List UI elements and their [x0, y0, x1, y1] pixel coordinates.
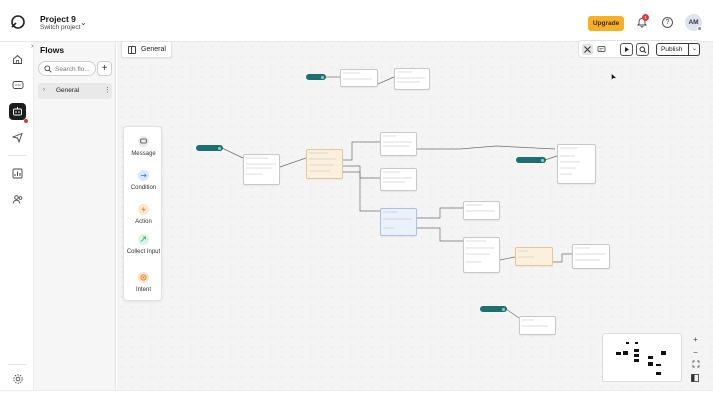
- bot-icon[interactable]: [9, 103, 26, 120]
- condition-node[interactable]: [306, 149, 343, 179]
- chevron-right-icon[interactable]: ›: [43, 87, 45, 93]
- tools-icon[interactable]: [582, 44, 593, 55]
- flow-node[interactable]: [380, 168, 417, 191]
- app-logo-icon[interactable]: [9, 13, 27, 31]
- palette-item-intent[interactable]: Intent: [124, 272, 163, 294]
- flow-node[interactable]: [243, 154, 280, 185]
- search-icon[interactable]: [636, 43, 649, 56]
- tab-general[interactable]: General: [121, 41, 172, 58]
- minimap[interactable]: [602, 333, 682, 382]
- notification-badge: 1: [642, 14, 649, 21]
- palette-label: Message: [131, 151, 156, 157]
- publish-label: Publish: [661, 46, 683, 53]
- mouse-cursor-icon: [611, 73, 617, 81]
- palette-label: Action: [135, 219, 152, 225]
- top-bar: Project 9 Switch project ⌄ Upgrade 1 ? A…: [0, 0, 713, 42]
- palette-label: Condition: [130, 185, 157, 191]
- condition-icon: [138, 170, 149, 181]
- connector-dot[interactable]: [218, 146, 221, 150]
- collect-icon: [138, 234, 149, 245]
- flow-node[interactable]: [572, 244, 610, 269]
- flow-node[interactable]: [380, 132, 417, 156]
- flow-node[interactable]: [340, 69, 378, 87]
- fit-view-icon[interactable]: [690, 360, 701, 371]
- connector-dot[interactable]: [502, 307, 505, 311]
- settings-icon[interactable]: [11, 372, 24, 385]
- rail-divider: [8, 155, 26, 156]
- canvas-toolbar: Publish ⌄: [578, 40, 700, 58]
- flow-search-input[interactable]: [55, 64, 95, 74]
- intent-icon: [138, 272, 149, 283]
- chevron-down-icon[interactable]: ⌄: [80, 18, 87, 27]
- zoom-in-button[interactable]: +: [693, 335, 698, 344]
- node-palette: Message Condition Action Collect Input I…: [123, 126, 162, 301]
- flow-list-item[interactable]: › General ⋮: [38, 83, 112, 99]
- trigger-node[interactable]: [306, 74, 326, 80]
- flow-search-box[interactable]: [38, 61, 96, 76]
- chevron-down-icon[interactable]: ⌄: [688, 44, 700, 55]
- palette-label: Collect Input: [126, 249, 161, 255]
- flows-panel: Flows + › General ⋮: [34, 42, 116, 401]
- search-icon: [44, 65, 52, 73]
- chat-unread-dot: [24, 119, 28, 123]
- flow-node[interactable]: [394, 68, 430, 90]
- connector-dot[interactable]: [321, 75, 324, 79]
- flow-item-label: General: [56, 87, 80, 94]
- add-flow-button[interactable]: +: [97, 61, 112, 76]
- trigger-node[interactable]: [480, 306, 507, 312]
- flow-node[interactable]: [463, 201, 500, 220]
- upgrade-button[interactable]: Upgrade: [588, 16, 624, 31]
- avatar-status-dot: [697, 26, 702, 31]
- analytics-icon[interactable]: [11, 167, 24, 180]
- panel-icon: [128, 46, 136, 54]
- flows-title: Flows: [40, 45, 65, 55]
- users-icon[interactable]: [11, 193, 24, 206]
- palette-item-condition[interactable]: Condition: [124, 170, 163, 192]
- rail-divider-bottom: [8, 364, 26, 365]
- zoom-out-button[interactable]: −: [693, 348, 698, 357]
- condition-node[interactable]: [515, 247, 553, 266]
- minimap-toggle-icon[interactable]: [691, 374, 699, 382]
- palette-item-message[interactable]: Message: [124, 136, 163, 158]
- flow-node[interactable]: [463, 237, 500, 273]
- collect-input-node[interactable]: [380, 208, 417, 236]
- bolt-icon: [138, 204, 149, 215]
- chat-icon[interactable]: [11, 79, 24, 92]
- palette-item-action[interactable]: Action: [124, 204, 163, 226]
- more-options-icon[interactable]: ⋮: [104, 87, 111, 94]
- bottom-strip: [0, 390, 713, 401]
- switch-project-link[interactable]: Switch project: [40, 24, 81, 31]
- message-icon: [138, 136, 149, 147]
- connector-dot[interactable]: [541, 158, 544, 162]
- help-icon[interactable]: ?: [662, 17, 673, 28]
- palette-item-collect-input[interactable]: Collect Input: [124, 234, 163, 256]
- flow-node[interactable]: [519, 316, 556, 335]
- flow-node[interactable]: [557, 144, 596, 184]
- trigger-node[interactable]: [196, 145, 223, 151]
- comment-icon[interactable]: [596, 44, 607, 55]
- project-name[interactable]: Project 9: [40, 14, 76, 24]
- trigger-node[interactable]: [516, 157, 546, 163]
- play-icon[interactable]: [620, 43, 633, 56]
- send-icon[interactable]: [11, 131, 24, 144]
- collapse-arrow-icon[interactable]: ›: [31, 43, 34, 50]
- publish-button[interactable]: Publish ⌄: [656, 43, 700, 56]
- home-icon[interactable]: [11, 53, 24, 66]
- tab-label: General: [141, 46, 166, 53]
- left-rail: ›: [0, 42, 34, 401]
- palette-label: Intent: [135, 287, 151, 293]
